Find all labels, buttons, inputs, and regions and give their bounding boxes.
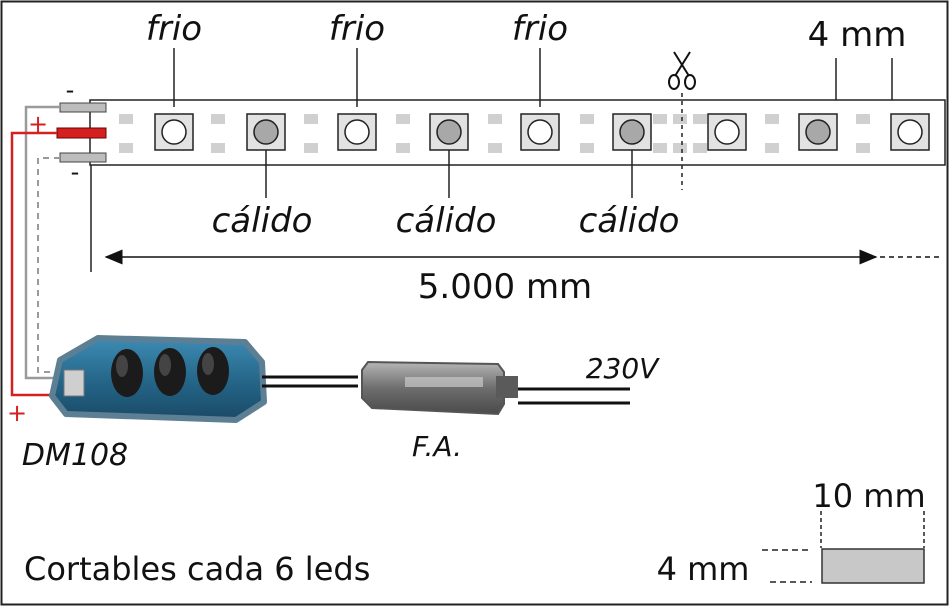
strip-pads (119, 114, 870, 153)
solder-pad (304, 143, 318, 153)
led-cold (707, 113, 747, 151)
supply-label-strip (405, 377, 483, 387)
controller-terminal (63, 369, 85, 397)
led-warm (429, 113, 469, 151)
plus-sign-controller: + (7, 399, 27, 427)
solder-pad (119, 143, 133, 153)
solder-pad (488, 114, 502, 124)
legend-height-label: 4 mm (657, 550, 750, 588)
solder-pad (580, 114, 594, 124)
label-calido-2: cálido (396, 201, 497, 241)
label-controller: DM108 (22, 438, 128, 473)
solder-pad (488, 143, 502, 153)
label-voltage: 230V (586, 352, 660, 385)
controller-knob-2 (154, 348, 186, 396)
led-cold (154, 113, 194, 151)
solder-pad (211, 114, 225, 124)
label-frio-3: frio (512, 9, 568, 49)
supply-end-cap (496, 376, 518, 398)
led-warm (246, 113, 286, 151)
minus-sign-bottom: - (71, 158, 80, 186)
connector-negative-top (59, 102, 107, 113)
label-strip-width: 4 mm (808, 15, 907, 55)
cut-pad (693, 143, 707, 153)
legend-strip-sample (821, 548, 925, 584)
led-cold (520, 113, 560, 151)
connector-negative-bottom (59, 152, 107, 163)
label-calido-3: cálido (579, 201, 680, 241)
solder-pad (765, 114, 779, 124)
wire-positive (10, 131, 68, 397)
led-warm (798, 113, 838, 151)
label-frio-1: frio (146, 9, 202, 49)
solder-pad (673, 143, 687, 153)
controller-knob-1 (111, 349, 143, 397)
led-cold (337, 113, 377, 151)
size-legend: 10 mm 4 mm (657, 477, 926, 588)
led-cold (890, 113, 930, 151)
solder-pad (304, 114, 318, 124)
power-supply (361, 360, 518, 416)
led-strip (89, 99, 946, 166)
solder-pad (765, 143, 779, 153)
minus-sign-top: - (66, 76, 75, 104)
solder-pad (856, 114, 870, 124)
solder-pad (856, 143, 870, 153)
wiring (10, 105, 68, 397)
supply-body (361, 360, 505, 416)
label-power-supply: F.A. (412, 430, 462, 463)
label-calido-1: cálido (212, 201, 313, 241)
label-cut-note: Cortables cada 6 leds (24, 550, 370, 588)
cut-pad (693, 114, 707, 124)
led-warm (612, 113, 652, 151)
solder-pad (119, 114, 133, 124)
cut-pad (653, 143, 667, 153)
scissors-icon (668, 51, 696, 90)
wire-negative-dashed (37, 157, 68, 373)
solder-pad (396, 114, 410, 124)
label-frio-2: frio (329, 9, 385, 49)
strip-connector (56, 102, 107, 272)
strip-leds (154, 113, 930, 151)
solder-pad (211, 143, 225, 153)
solder-pad (580, 143, 594, 153)
controller-dm108 (49, 335, 267, 423)
label-length: 5.000 mm (418, 267, 592, 307)
solder-pad (396, 143, 410, 153)
cut-pad (653, 114, 667, 124)
connector-positive (56, 127, 107, 139)
solder-pad (673, 114, 687, 124)
wire-negative-solid (24, 105, 68, 380)
plus-sign-strip: + (28, 110, 48, 138)
controller-knob-3 (197, 347, 229, 395)
legend-width-label: 10 mm (812, 477, 925, 515)
